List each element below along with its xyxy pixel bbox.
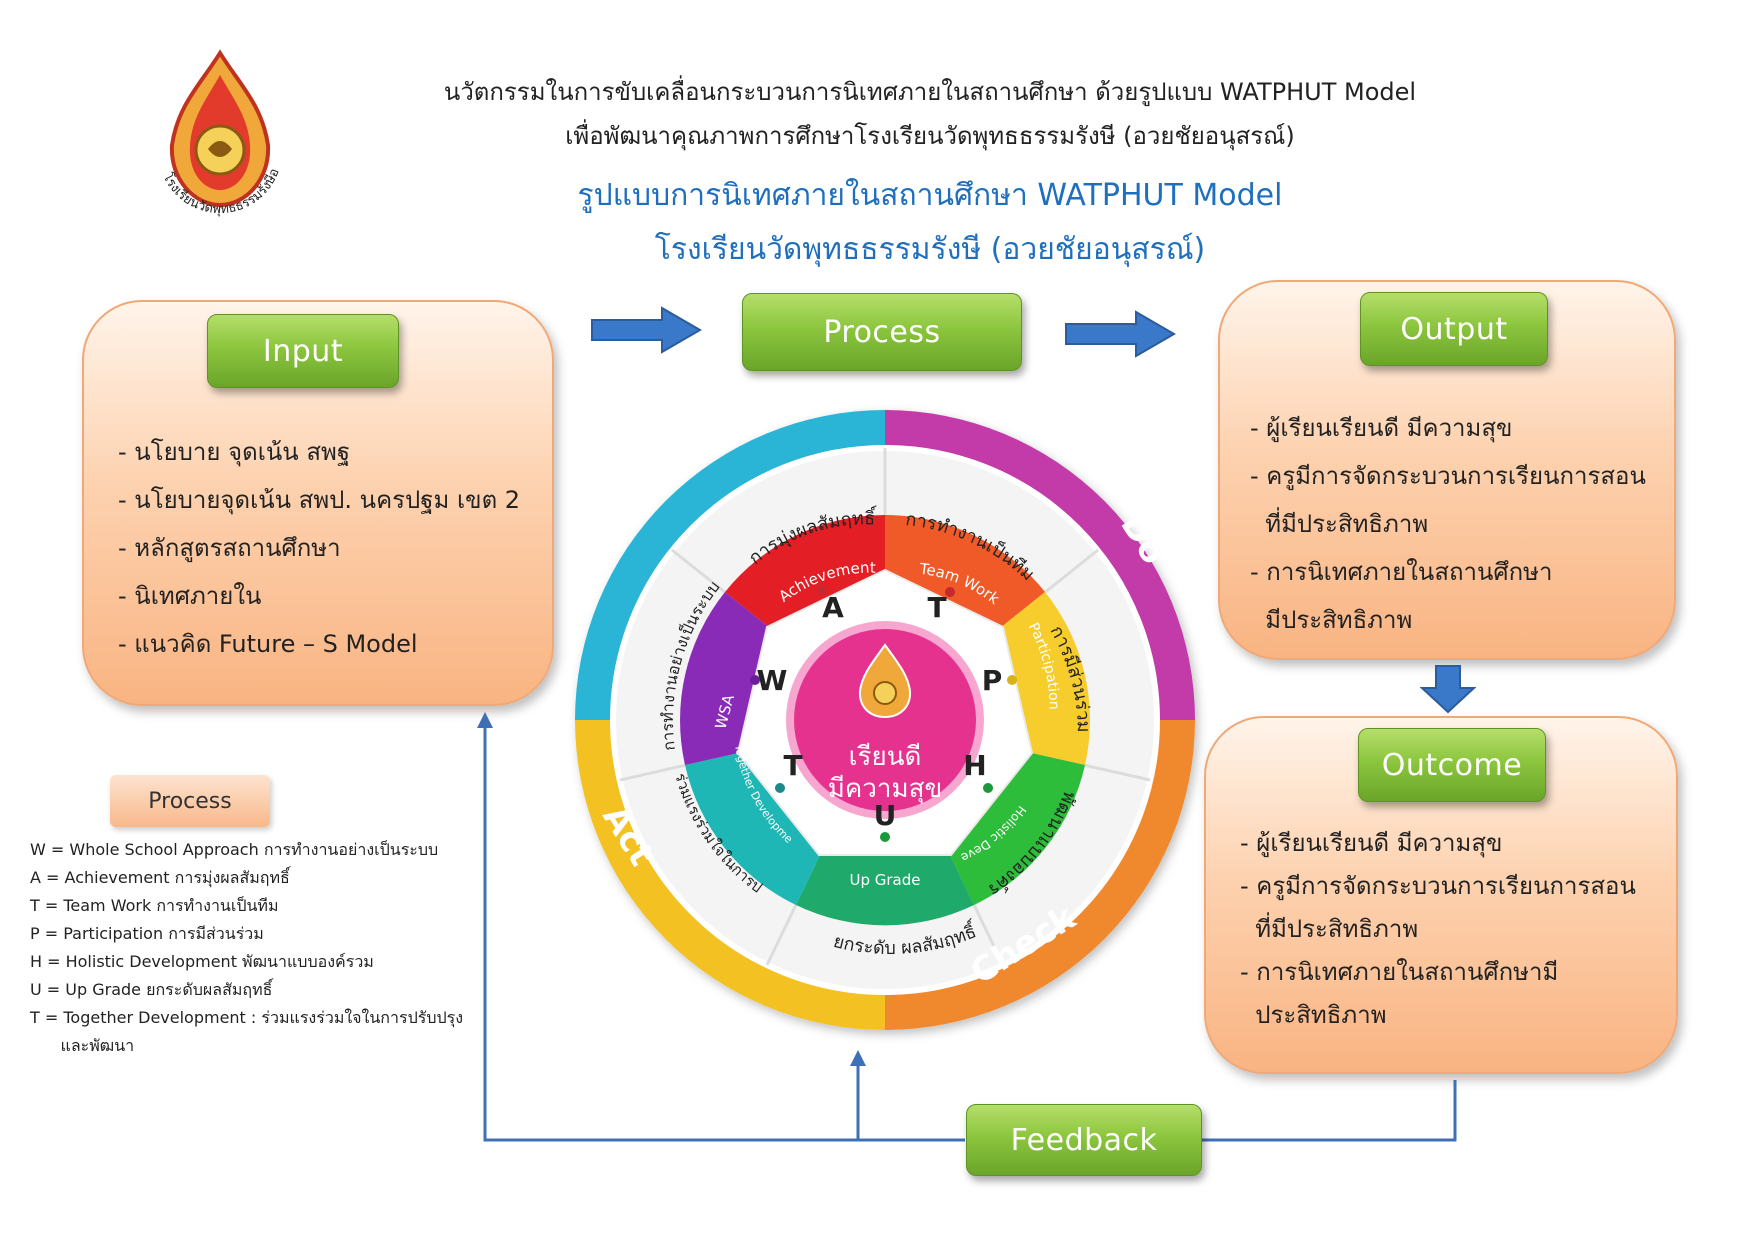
legend-line: T = Together Development : ร่วมแรงร่วมใจ… <box>30 1008 464 1027</box>
input-button[interactable]: Input <box>207 314 399 388</box>
outcome-item: ที่มีประสิทธิภาพ <box>1240 915 1419 943</box>
header-subtitle-line2: โรงเรียนวัดพุทธธรรมรังษี (อวยชัยอนุสรณ์) <box>654 232 1206 267</box>
dot-marker <box>983 783 993 793</box>
legend-list: W = Whole School Approach การทำงานอย่างเ… <box>30 836 463 1060</box>
input-item: - นโยบาย จุดเน้น สพฐ <box>118 438 351 466</box>
legend-process-label: Process <box>110 775 270 827</box>
dot-marker <box>775 783 785 793</box>
dot-marker <box>880 832 890 842</box>
legend-line: P = Participation การมีส่วนร่วม <box>30 924 264 943</box>
input-item: - นโยบายจุดเน้น สพป. นครปฐม เขต 2 <box>118 486 521 514</box>
output-item: - การนิเทศภายในสถานศึกษา <box>1250 558 1553 586</box>
letter-u: U <box>874 799 897 832</box>
legend-line: T = Team Work การทำงานเป็นทีม <box>30 896 279 915</box>
output-list: - ผู้เรียนเรียนดี มีความสุข - ครูมีการจั… <box>1250 404 1646 644</box>
arrow-down-icon <box>1420 665 1476 714</box>
arrow-up-icon <box>850 1050 866 1066</box>
header-title-line2: เพื่อพัฒนาคุณภาพการศึกษาโรงเรียนวัดพุทธธ… <box>565 122 1295 150</box>
letter-a: A <box>822 591 844 624</box>
outcome-item: - ผู้เรียนเรียนดี มีความสุข <box>1240 829 1503 857</box>
input-item: - นิเทศภายใน <box>118 582 262 610</box>
outcome-item: - ครูมีการจัดกระบวนการเรียนการสอน <box>1240 872 1636 900</box>
outcome-item: - การนิเทศภายในสถานศึกษามี <box>1240 958 1559 986</box>
input-item: - แนวคิด Future – S Model <box>118 630 418 658</box>
feedback-button[interactable]: Feedback <box>966 1104 1202 1176</box>
arrow-right-icon <box>1065 310 1176 358</box>
header-title-line1: นวัตกรรมในการขับเคลื่อนกระบวนการนิเทศภาย… <box>443 78 1417 106</box>
dot-marker <box>817 585 827 595</box>
arrow-up-icon <box>477 712 493 728</box>
legend-line: A = Achievement การมุ่งผลสัมฤทธิ์ <box>30 868 290 887</box>
dot-marker <box>945 587 955 597</box>
letter-t2: T <box>783 749 802 782</box>
header-subtitle-line1: รูปแบบการนิเทศภายในสถานศึกษา WATPHUT Mod… <box>577 178 1283 213</box>
letter-h: H <box>963 749 986 782</box>
outcome-item: ประสิทธิภาพ <box>1240 1001 1387 1029</box>
arrow-right-icon <box>591 306 702 354</box>
center-text-line1: เรียนดี <box>849 742 922 772</box>
process-button[interactable]: Process <box>742 293 1022 371</box>
legend-line: U = Up Grade ยกระดับผลสัมฤทธิ์ <box>30 980 273 999</box>
center-logo <box>858 643 912 719</box>
output-item: - ผู้เรียนเรียนดี มีความสุข <box>1250 414 1513 442</box>
watphut-cycle: เรียนดี มีความสุข A T P H U T W Achievem… <box>560 395 1195 1030</box>
input-list: - นโยบาย จุดเน้น สพฐ - นโยบายจุดเน้น สพป… <box>118 428 520 668</box>
output-item: - ครูมีการจัดกระบวนการเรียนการสอน <box>1250 462 1646 490</box>
output-item: ที่มีประสิทธิภาพ <box>1250 510 1429 538</box>
output-button[interactable]: Output <box>1360 292 1548 366</box>
legend-line: W = Whole School Approach การทำงานอย่างเ… <box>30 840 439 859</box>
dot-marker <box>1007 675 1017 685</box>
label-up-grade: Up Grade <box>849 871 920 889</box>
dot-marker <box>750 675 760 685</box>
outcome-list: - ผู้เรียนเรียนดี มีความสุข - ครูมีการจั… <box>1240 822 1636 1037</box>
letter-t: T <box>927 591 946 624</box>
letter-p: P <box>982 664 1003 697</box>
output-item: มีประสิทธิภาพ <box>1250 606 1413 634</box>
legend-line: และพัฒนา <box>30 1036 135 1055</box>
letter-w: W <box>757 664 788 697</box>
center-circle <box>786 621 984 819</box>
outcome-button[interactable]: Outcome <box>1358 728 1546 802</box>
input-item: - หลักสูตรสถานศึกษา <box>118 534 341 562</box>
school-logo: โรงเรียนวัดพุทธธรรมรังษีอวยชัยอนุสรณ์ <box>130 45 283 217</box>
legend-line: H = Holistic Development พัฒนาแบบองค์รวม <box>30 952 374 971</box>
center-text-line2: มีความสุข <box>828 774 943 804</box>
